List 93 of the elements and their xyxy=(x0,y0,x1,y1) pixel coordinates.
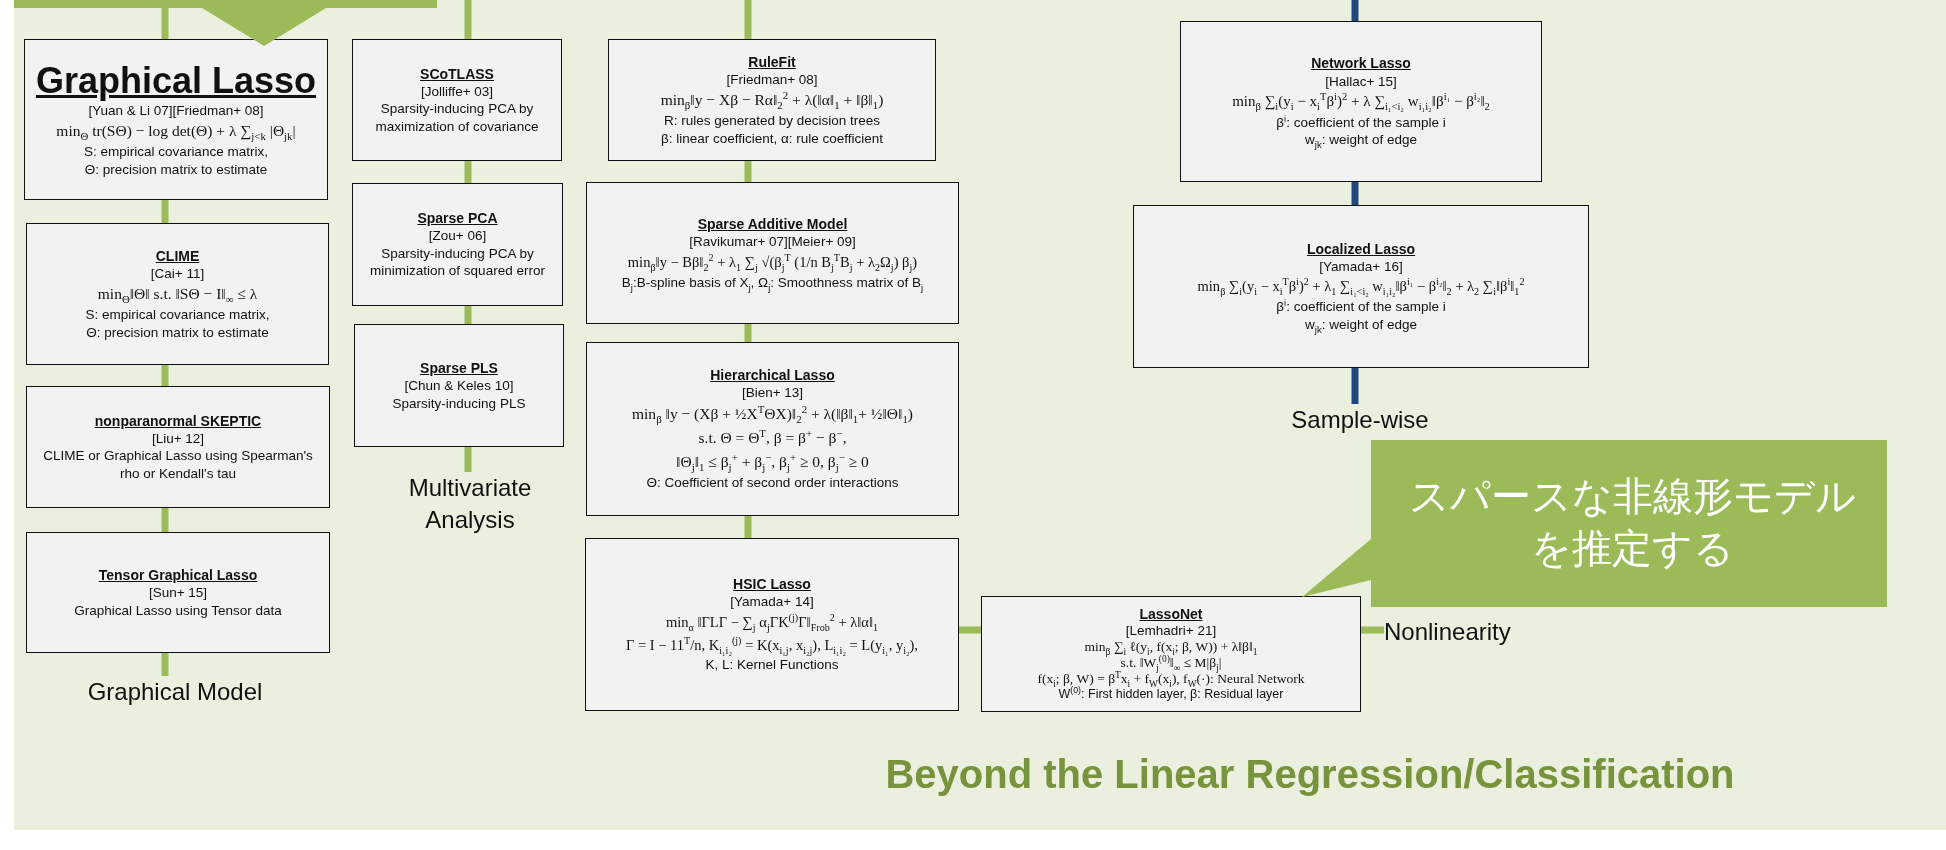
category-label: Multivariate Analysis xyxy=(370,472,570,546)
method-box xyxy=(26,223,329,365)
method-box xyxy=(586,342,959,516)
description: β: linear coefficient, α: rule coefficient xyxy=(660,129,884,148)
reference: [Chun & Keles 10] xyxy=(404,377,514,395)
method-name: HSIC Lasso xyxy=(733,575,811,594)
method-box xyxy=(1133,205,1589,368)
method-box xyxy=(354,324,564,447)
description: Sparsity-inducing PCA by minimization of squared error xyxy=(369,244,546,280)
reference: [Zou+ 06] xyxy=(428,227,487,245)
category-label: Nonlinearity xyxy=(1384,616,1554,652)
method-name: LassoNet xyxy=(1139,605,1203,623)
description: S: empirical covariance matrix, xyxy=(85,306,270,324)
connector-line xyxy=(161,365,169,386)
reference: [Yamada+ 14] xyxy=(730,593,814,611)
description: Sparsity-inducing PLS xyxy=(392,394,526,413)
connector-line xyxy=(161,508,169,532)
method-box xyxy=(981,596,1361,712)
connector-line xyxy=(744,0,752,39)
method-name: Sparse Additive Model xyxy=(697,214,848,234)
formula: Γ = I − 11$^{T}$/n, K$_{i₁i₂}$$^{(j)}$ = K(x$_{i₁j}$, x$_{i₂j}$), L$_{i₁i₂}$ = L(y$_{i₁}$, y$_{i₂}$), xyxy=(626,635,918,655)
description: Θ: precision matrix to estimate xyxy=(84,161,268,179)
description: β$^{i}$: coefficient of the sample i xyxy=(1276,113,1446,132)
method-name: Hierarchical Lasso xyxy=(710,366,835,385)
connector-line xyxy=(1351,0,1359,21)
method-box xyxy=(608,39,936,161)
description: K, L: Kernel Functions xyxy=(705,656,839,674)
method-box xyxy=(586,182,959,324)
method-box xyxy=(585,538,959,711)
method-name: CLIME xyxy=(155,246,200,265)
method-name: Graphical Lasso xyxy=(35,60,317,102)
method-name: Tensor Graphical Lasso xyxy=(98,565,258,585)
method-box xyxy=(26,386,330,508)
description: S: empirical covariance matrix, xyxy=(84,143,268,162)
reference: [Sun+ 15] xyxy=(148,584,208,602)
method-name: Network Lasso xyxy=(1311,54,1411,73)
reference: [Friedman+ 08] xyxy=(726,70,818,89)
method-name: Localized Lasso xyxy=(1306,239,1416,258)
description: Θ: Coefficient of second order interactions xyxy=(646,474,899,492)
connector-line xyxy=(161,200,169,223)
description: R: rules generated by decision trees xyxy=(663,112,881,130)
connector-line xyxy=(464,306,472,324)
description: Graphical Lasso using Tensor data xyxy=(74,601,282,620)
formula: f(x$_{i}$; β, W) = β$^{T}$x$_{i}$ + f$_{W}$(x$_{i}$), f$_{W}$(·): Neural Network xyxy=(1037,671,1305,688)
description: W$^{(0)}$: First hidden layer, β: Residual layer xyxy=(1058,687,1284,703)
diagram-title: Beyond the Linear Regression/Classification xyxy=(884,752,1736,797)
callout-text: スパースな非線形モデルを推定する xyxy=(1407,472,1857,573)
description: w$_{jk}$: weight of edge xyxy=(1305,131,1417,149)
formula: min$_{β}$‖y − Bβ‖$_{2}$$^{2}$ + λ$_{1}$ ∑$_{j}$ √(β$_{j}$$^{T}$ (1/n B$_{j}$$^{T}$B$_{j}$ + λ$_{2}$Ω$_{j}$) β$_{j}$) xyxy=(627,252,918,272)
formula: s.t. ‖W$_{j}$$^{(0)}$‖$_{∞}$ ≤ M|β$_{j}$| xyxy=(1120,654,1222,672)
method-name: SCoTLASS xyxy=(420,64,494,83)
formula: min$_{β}$ ∑$_{i}$ ℓ(y$_{i}$, f(x$_{i}$; β, W)) + λ‖β‖$_{1}$ xyxy=(1084,638,1258,655)
connector-line xyxy=(1351,182,1359,205)
connector-line xyxy=(464,0,472,39)
connector-line xyxy=(744,516,752,538)
method-box xyxy=(1180,21,1542,182)
description: Θ: precision matrix to estimate xyxy=(86,323,269,342)
connector-line xyxy=(744,161,752,182)
formula: ‖Θ$_{j}$‖$_{1}$ ≤ β$_{j}$$^{+}$ + β$_{j}$$^{−}$, β$_{j}$$^{+}$ ≥ 0, β$_{j}$$^{−}$ ≥ 0 xyxy=(676,452,869,473)
formula: min$_{α}$ ‖ΓLΓ − ∑$_{j}$ α$_{j}$ΓK$^{(j)}$Γ‖$_{Frob}$$^{2}$ + λ‖α‖$_{1}$ xyxy=(665,612,879,632)
category-label: Sample-wise xyxy=(1270,404,1450,442)
method-box xyxy=(352,39,562,161)
method-name: nonparanormal SKEPTIC xyxy=(94,411,262,430)
description: Sparsity-inducing PCA by maximization of covariance xyxy=(374,100,540,136)
reference: [Hallac+ 15] xyxy=(1325,72,1397,91)
formula: min$_{β}$ ‖y − (Xβ + ½X$^{T}$ΘX)‖$_{2}$$^{2}$ + λ(‖β‖$_{1}$+ ½‖Θ‖$_{1}$) xyxy=(632,403,913,424)
formula: min$_{β}$ ∑$_{i}$(y$_{i}$ − x$_{i}$$^{T}$β$^{i}$)$^{2}$ + λ ∑$_{i₁<i₂}$ w$_{i₁i₂}$‖β$^{i₁}$ − β$^{i₂}$‖$_{2}$ xyxy=(1232,92,1490,112)
method-name: RuleFit xyxy=(748,52,796,71)
description: CLIME or Graphical Lasso using Spearman's rho or Kendall's tau xyxy=(42,447,314,483)
reference: [Yuan & Li 07][Friedman+ 08] xyxy=(88,101,264,120)
formula: min$_{β}$‖y − Xβ − Rα‖$_{2}$$^{2}$ + λ(‖α‖$_{1}$ + ‖β‖$_{1}$) xyxy=(660,90,884,111)
method-box xyxy=(352,183,563,306)
formula: min$_{Θ}$‖Θ‖ s.t. ‖SΘ − I‖$_{∞}$ ≤ λ xyxy=(97,284,258,305)
connector-line xyxy=(744,324,752,342)
formula: s.t. Θ = Θ$^{T}$, β = β$^{+}$ − β$^{−}$, xyxy=(698,428,847,448)
reference: [Cai+ 11] xyxy=(150,264,205,283)
method-name: Sparse PLS xyxy=(420,358,498,378)
connector-line xyxy=(464,161,472,183)
reference: [Liu+ 12] xyxy=(151,429,205,448)
reference: [Bien+ 13] xyxy=(741,384,804,402)
method-box xyxy=(24,39,328,200)
description: w$_{jk}$: weight of edge xyxy=(1305,315,1417,334)
category-label: Graphical Model xyxy=(60,676,290,712)
description: B$_{j}$:B-spline basis of X$_{j}$, Ω$_{j}$: Smoothness matrix of B$_{j}$ xyxy=(621,273,924,292)
reference: [Jolliffe+ 03] xyxy=(420,82,494,101)
reference: [Yamada+ 16] xyxy=(1319,257,1403,276)
method-box xyxy=(26,532,330,653)
connector-line xyxy=(959,626,981,634)
method-name: Sparse PCA xyxy=(417,209,498,228)
reference: [Lemhadri+ 21] xyxy=(1125,622,1217,639)
formula: min$_{Θ}$ tr(SΘ) − log det(Θ) + λ ∑$_{j<k}$ |Θ$_{jk}$| xyxy=(56,121,296,142)
reference: [Ravikumar+ 07][Meier+ 09] xyxy=(689,233,856,251)
description: β$^{i}$: coefficient of the sample i xyxy=(1276,298,1446,316)
